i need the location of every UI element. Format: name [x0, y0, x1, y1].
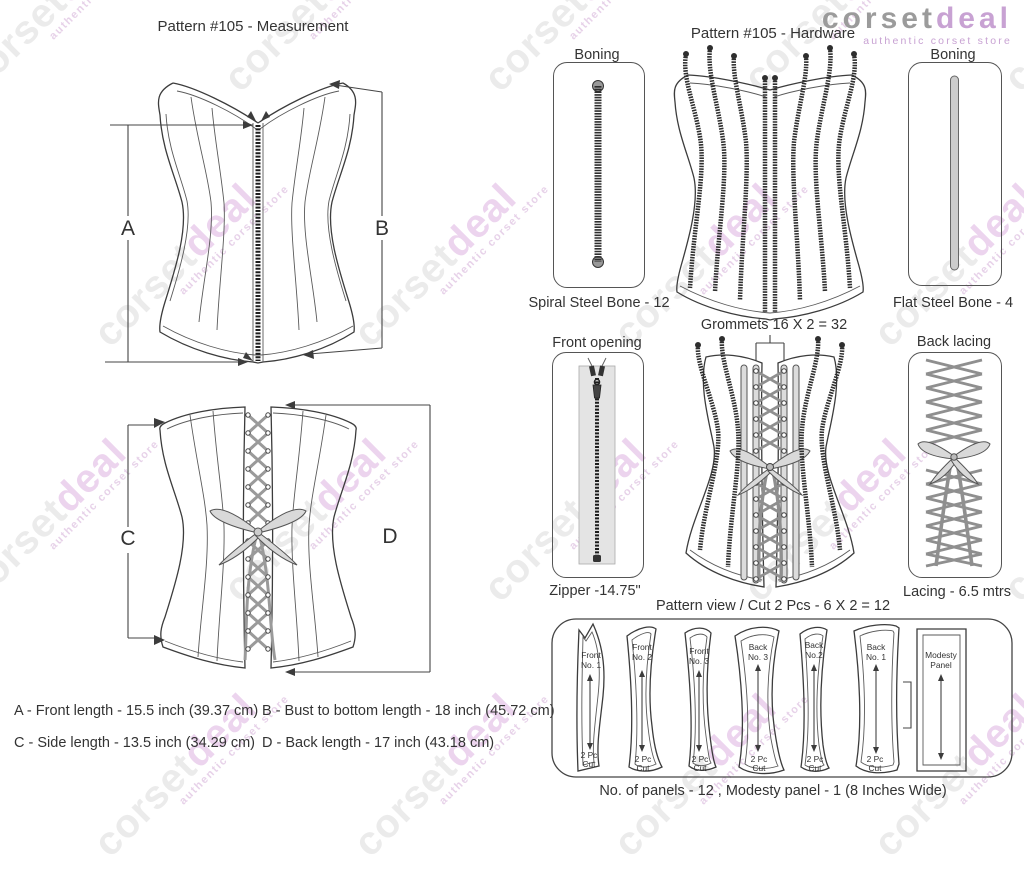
grommets-caption: Grommets 16 X 2 = 32 [700, 317, 848, 333]
panel-name: No. 1 [866, 652, 886, 662]
panel-cut: 2 Pc [807, 754, 824, 764]
panel-name: Front [632, 642, 652, 652]
zipper-caption: Zipper -14.75" [549, 583, 641, 599]
panel-front-1: Front No. 1 2 Pc Cut [576, 622, 605, 772]
dimension-label-d: D [382, 525, 397, 548]
corset-back-hardware-diagram [685, 335, 855, 588]
lacing-caption: Lacing - 6.5 mtrs [903, 584, 1011, 600]
panel-back-1: Back No. 1 2 Pc Cut [853, 624, 912, 774]
note-side-length: C - Side length - 13.5 inch (34.29 cm) [14, 735, 255, 751]
back-lacing-title: Back lacing [916, 334, 992, 350]
flat-bone-box [908, 62, 1002, 286]
back-lacing-drawing [917, 358, 991, 568]
boning-right-title: Boning [930, 47, 976, 63]
flat-steel-bone-drawing [950, 75, 959, 271]
watermark-text: corset [0, 0, 76, 101]
corset-back-outline [159, 406, 357, 669]
panel-cut: Cut [868, 763, 882, 773]
panel-cut: 2 Pc [692, 754, 709, 764]
panel-name: Back [805, 640, 824, 650]
panel-cut: 2 Pc [581, 750, 598, 760]
back-lacing [729, 368, 811, 583]
brand-logo-tagline: authentic corset store [863, 35, 1012, 47]
corset-outline [673, 74, 867, 321]
panel-name: Back [749, 642, 768, 652]
panel-name: No. 2 [632, 652, 652, 662]
panel-count-footer: No. of panels - 12 , Modesty panel - 1 (… [599, 783, 947, 799]
dimension-label-b: B [375, 217, 389, 240]
brand-logo-deal: deal [935, 2, 1012, 35]
corset-front-hardware-diagram [673, 45, 867, 321]
note-front-length: A - Front length - 15.5 inch (39.37 cm) [14, 703, 259, 719]
watermark-text: deal [44, 0, 135, 11]
spiral-bones [683, 45, 857, 301]
flat-bone-strips [740, 364, 800, 584]
panel-modesty: Modesty Panel [916, 628, 967, 772]
corset-front-measurement-diagram: A B [105, 80, 389, 366]
panel-name: No. 1 [581, 660, 601, 670]
front-opening-title: Front opening [552, 335, 642, 351]
zipper-box [552, 352, 644, 578]
panel-back-3: Back No. 3 2 Pc Cut [734, 626, 785, 775]
brand-logo-corset: corset [821, 2, 936, 35]
panel-name: Front [581, 650, 601, 660]
corset-front-boning-seams [190, 96, 326, 331]
panel-front-2: Front No. 2 2 Pc Cut [626, 626, 663, 773]
dimension-label-a: A [121, 217, 135, 240]
zipper-drawing [578, 357, 616, 565]
hardware-title: Pattern #105 - Hardware [690, 25, 856, 42]
panel-name: Front [689, 646, 709, 656]
note-back-length: D - Back length - 17 inch (43.18 cm) [262, 735, 495, 751]
panel-name: Back [867, 642, 886, 652]
measurement-title: Pattern #105 - Measurement [157, 18, 349, 35]
spiral-bone-box [553, 62, 645, 288]
busk-bracket [903, 681, 912, 729]
flat-steel-bone-caption: Flat Steel Bone - 4 [892, 295, 1014, 311]
pattern-view-box: Front No. 1 2 Pc Cut Front No. 2 2 Pc Cu… [551, 618, 1013, 778]
panel-cut: 2 Pc [635, 754, 652, 764]
corset-front-zipper [252, 123, 264, 362]
panel-name: Panel [930, 660, 952, 670]
panel-front-3: Front No. 3 2 Pc Cut [684, 627, 717, 773]
corset-back-measurement-diagram: C D [120, 401, 431, 676]
lacing-bow [209, 508, 307, 566]
panel-back-2: Back No.2 2 Pc Cut [799, 626, 830, 773]
lacing-box [908, 352, 1002, 578]
dimension-lines-a-b: A B [105, 80, 389, 366]
panel-cut: Cut [693, 763, 707, 773]
center-zipper-bones [762, 75, 778, 312]
panel-cut: Cut [636, 763, 650, 773]
note-bust-to-bottom: B - Bust to bottom length - 18 inch (45.… [262, 703, 555, 719]
lacing-bow [917, 441, 991, 485]
panel-name: Modesty [925, 650, 957, 660]
panel-name: No. 3 [689, 656, 709, 666]
boning-left-title: Boning [574, 47, 620, 63]
pattern-box-border [551, 618, 1013, 778]
panel-cut: Cut [752, 763, 766, 773]
panel-cut: Cut [808, 763, 822, 773]
spiral-steel-bone-caption: Spiral Steel Bone - 12 [528, 295, 670, 311]
panel-cut: 2 Pc [867, 754, 884, 764]
spiral-bones [695, 336, 845, 568]
panel-cut: 2 Pc [751, 754, 768, 764]
pattern-view-title: Pattern view / Cut 2 Pcs - 6 X 2 = 12 [655, 598, 891, 614]
spiral-steel-bone-drawing [592, 80, 604, 268]
panel-name: No. 3 [748, 652, 768, 662]
dimension-label-c: C [120, 527, 135, 550]
panel-cut: Cut [582, 759, 596, 769]
dimension-lines-c-d: C D [120, 401, 431, 676]
grommets-bracket [755, 335, 785, 361]
panel-name: No.2 [805, 650, 823, 660]
corset-back-lacing [209, 412, 307, 661]
brand-logo: corsetdeal authentic corset store [821, 2, 1012, 48]
